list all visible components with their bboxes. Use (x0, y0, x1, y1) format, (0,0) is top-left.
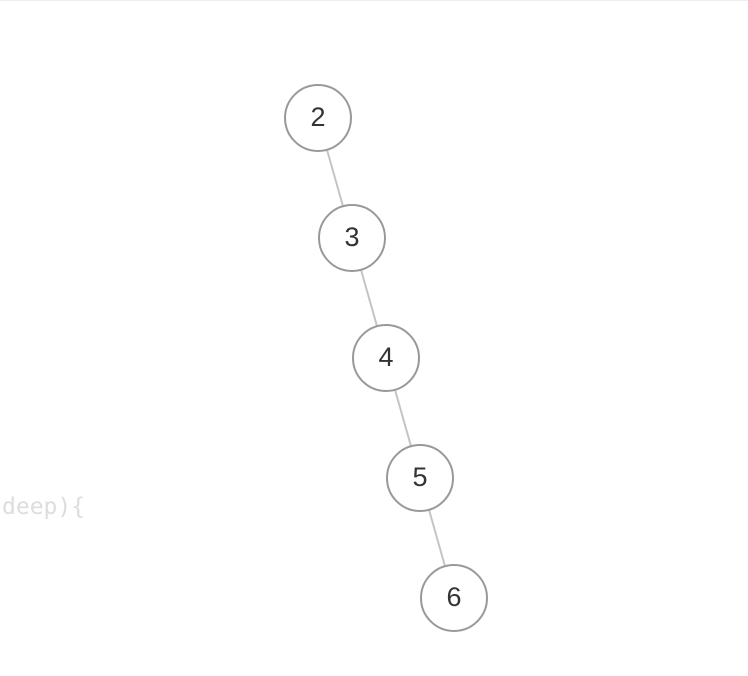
tree-node-3: 3 (318, 204, 386, 272)
edges-layer (326, 149, 446, 567)
top-divider (0, 0, 748, 1)
edge-n3-n4 (360, 269, 378, 327)
tree-node-4: 4 (352, 324, 420, 392)
code-fragment-text: deep){ (2, 494, 86, 520)
node-label: 4 (378, 342, 393, 372)
tree-node-5: 5 (386, 444, 454, 512)
edge-n2-n3 (326, 149, 344, 207)
nodes-layer: 2 3 4 5 6 (284, 84, 488, 632)
tree-node-6: 6 (420, 564, 488, 632)
edge-n5-n6 (428, 509, 446, 567)
node-label: 5 (412, 462, 427, 492)
node-circle (420, 564, 488, 632)
node-label: 3 (344, 222, 359, 252)
node-label: 2 (310, 102, 325, 132)
edge-n4-n5 (394, 389, 412, 447)
node-circle (284, 84, 352, 152)
node-circle (386, 444, 454, 512)
node-label: 6 (446, 582, 461, 612)
node-circle (318, 204, 386, 272)
node-circle (352, 324, 420, 392)
tree-node-2: 2 (284, 84, 352, 152)
